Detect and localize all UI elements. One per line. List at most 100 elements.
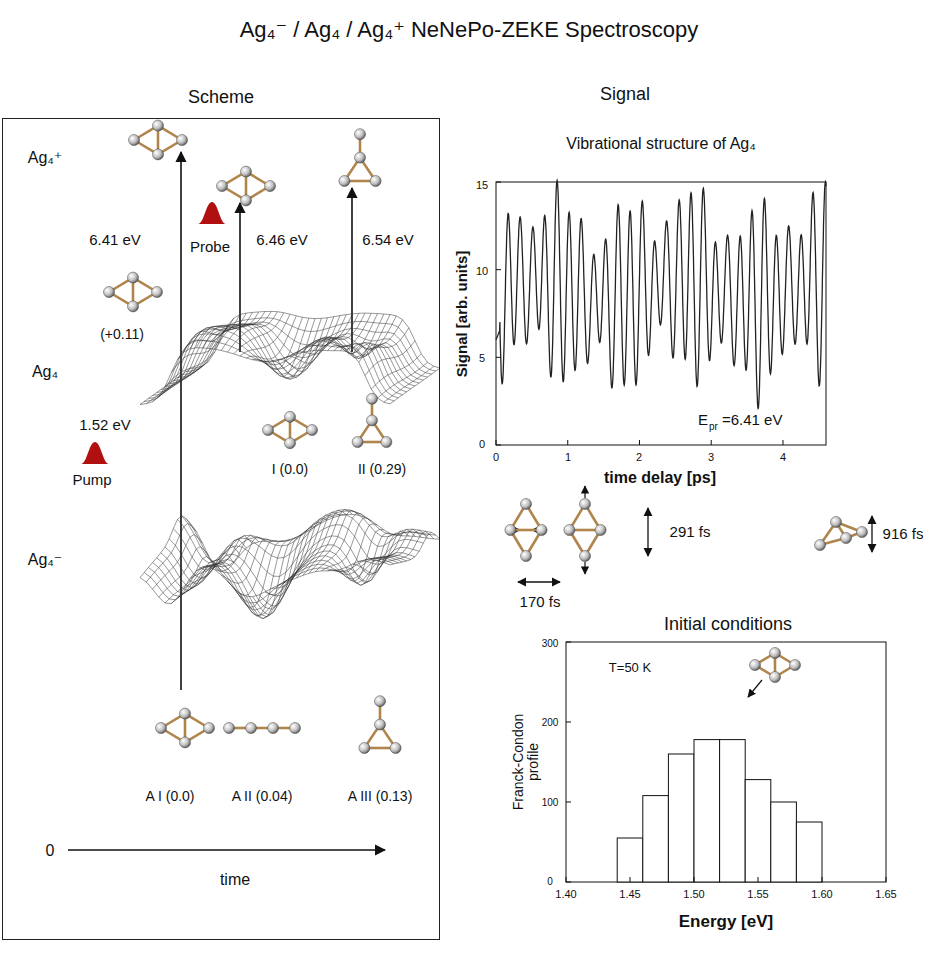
potential-surface	[359, 328, 409, 363]
atom	[367, 415, 378, 426]
tick	[886, 877, 887, 882]
plot-title: Vibrational structure of Ag₄	[566, 135, 755, 153]
cluster-figure	[352, 393, 392, 447]
tick	[566, 802, 571, 803]
potential-surface	[390, 368, 440, 404]
axis-label: Franck-Condon profile	[511, 707, 542, 817]
panel-heading: Scheme	[3, 87, 439, 108]
potential-surface	[165, 352, 215, 387]
axis-label: Energy [eV]	[679, 913, 773, 932]
tick	[496, 440, 497, 445]
cluster-figure	[104, 272, 163, 312]
atom	[104, 287, 115, 298]
cluster-figure	[505, 499, 547, 562]
histogram-bar	[617, 838, 643, 882]
histogram-bar	[796, 822, 822, 882]
potential-surface	[169, 324, 419, 384]
potential-surface	[271, 318, 321, 377]
mode-arrow	[584, 486, 585, 498]
tick	[566, 882, 571, 883]
atom	[580, 499, 591, 510]
cluster-figure	[815, 517, 868, 551]
cluster-figure	[129, 120, 188, 160]
tick-label: 5	[479, 352, 485, 364]
potential-surface	[165, 557, 215, 603]
potential-surface	[240, 314, 290, 356]
atom	[241, 195, 252, 206]
state-label: Ag₄⁺	[28, 149, 63, 167]
probe-pulse	[198, 202, 226, 224]
tick-label: 15	[476, 179, 488, 191]
tick-label: 4	[780, 451, 786, 463]
atom	[580, 551, 591, 562]
potential-surface	[182, 510, 432, 562]
potential-surface	[144, 340, 394, 401]
atom	[339, 176, 350, 187]
potential-surface	[209, 312, 259, 349]
potential-surface	[365, 341, 415, 376]
energy-label: 6.41 eV	[89, 232, 141, 249]
atom	[359, 743, 370, 754]
atom	[265, 181, 276, 192]
tick	[566, 722, 571, 723]
potential-surface	[159, 361, 209, 397]
atom	[381, 437, 392, 448]
tick-label: 300	[542, 638, 559, 649]
potential-surface	[171, 338, 221, 373]
pulse-label: Pump	[72, 472, 111, 489]
atom	[595, 525, 606, 536]
atom	[750, 660, 761, 671]
atom	[285, 438, 296, 449]
cluster-figure	[750, 648, 801, 683]
tick-label: 0	[479, 438, 485, 450]
potential-surface	[334, 314, 384, 359]
cluster-figure	[217, 166, 276, 206]
tick	[694, 877, 695, 882]
atom	[390, 743, 401, 754]
potential-surface	[159, 547, 209, 598]
atom	[355, 129, 366, 140]
potential-surface	[178, 324, 428, 378]
potential-surface	[315, 313, 365, 350]
potential-surface	[321, 313, 371, 350]
potential-surface	[259, 531, 309, 606]
potential-surface	[271, 523, 321, 589]
mode-arrow	[518, 581, 560, 582]
histogram-bar	[668, 754, 694, 882]
tick-label: 1.55	[747, 888, 768, 900]
atom	[128, 301, 139, 312]
tick	[566, 877, 567, 882]
tick-label: 100	[542, 797, 559, 808]
tick	[567, 440, 568, 445]
potential-surface	[215, 312, 265, 350]
panel-heading: Initial conditions	[664, 615, 792, 635]
tick-label: 1.50	[683, 888, 704, 900]
atom	[521, 499, 532, 510]
cluster-figure	[224, 723, 301, 734]
cluster-figure	[564, 499, 606, 562]
potential-surface	[221, 539, 271, 583]
potential-surface	[228, 541, 278, 596]
potential-surface	[296, 510, 346, 578]
potential-surface	[173, 525, 423, 577]
energy-label: (+0.11)	[100, 327, 144, 342]
atom	[355, 152, 366, 163]
potential-surface	[153, 534, 203, 589]
atom	[352, 437, 363, 448]
signal-trace	[496, 181, 826, 409]
potential-surface	[334, 529, 384, 581]
pointer-arrow	[748, 680, 762, 697]
atom	[180, 708, 191, 719]
histogram-bar	[643, 796, 669, 882]
potential-surface	[328, 524, 378, 573]
atom	[815, 540, 826, 551]
potential-surface	[190, 315, 240, 349]
atom	[153, 120, 164, 131]
axis-label: time delay [ps]	[604, 469, 716, 487]
atom	[290, 723, 301, 734]
tick	[822, 877, 823, 882]
potential-surface	[353, 320, 403, 355]
potential-surface	[234, 541, 284, 608]
cluster-figure	[263, 411, 318, 448]
atom	[375, 719, 386, 730]
